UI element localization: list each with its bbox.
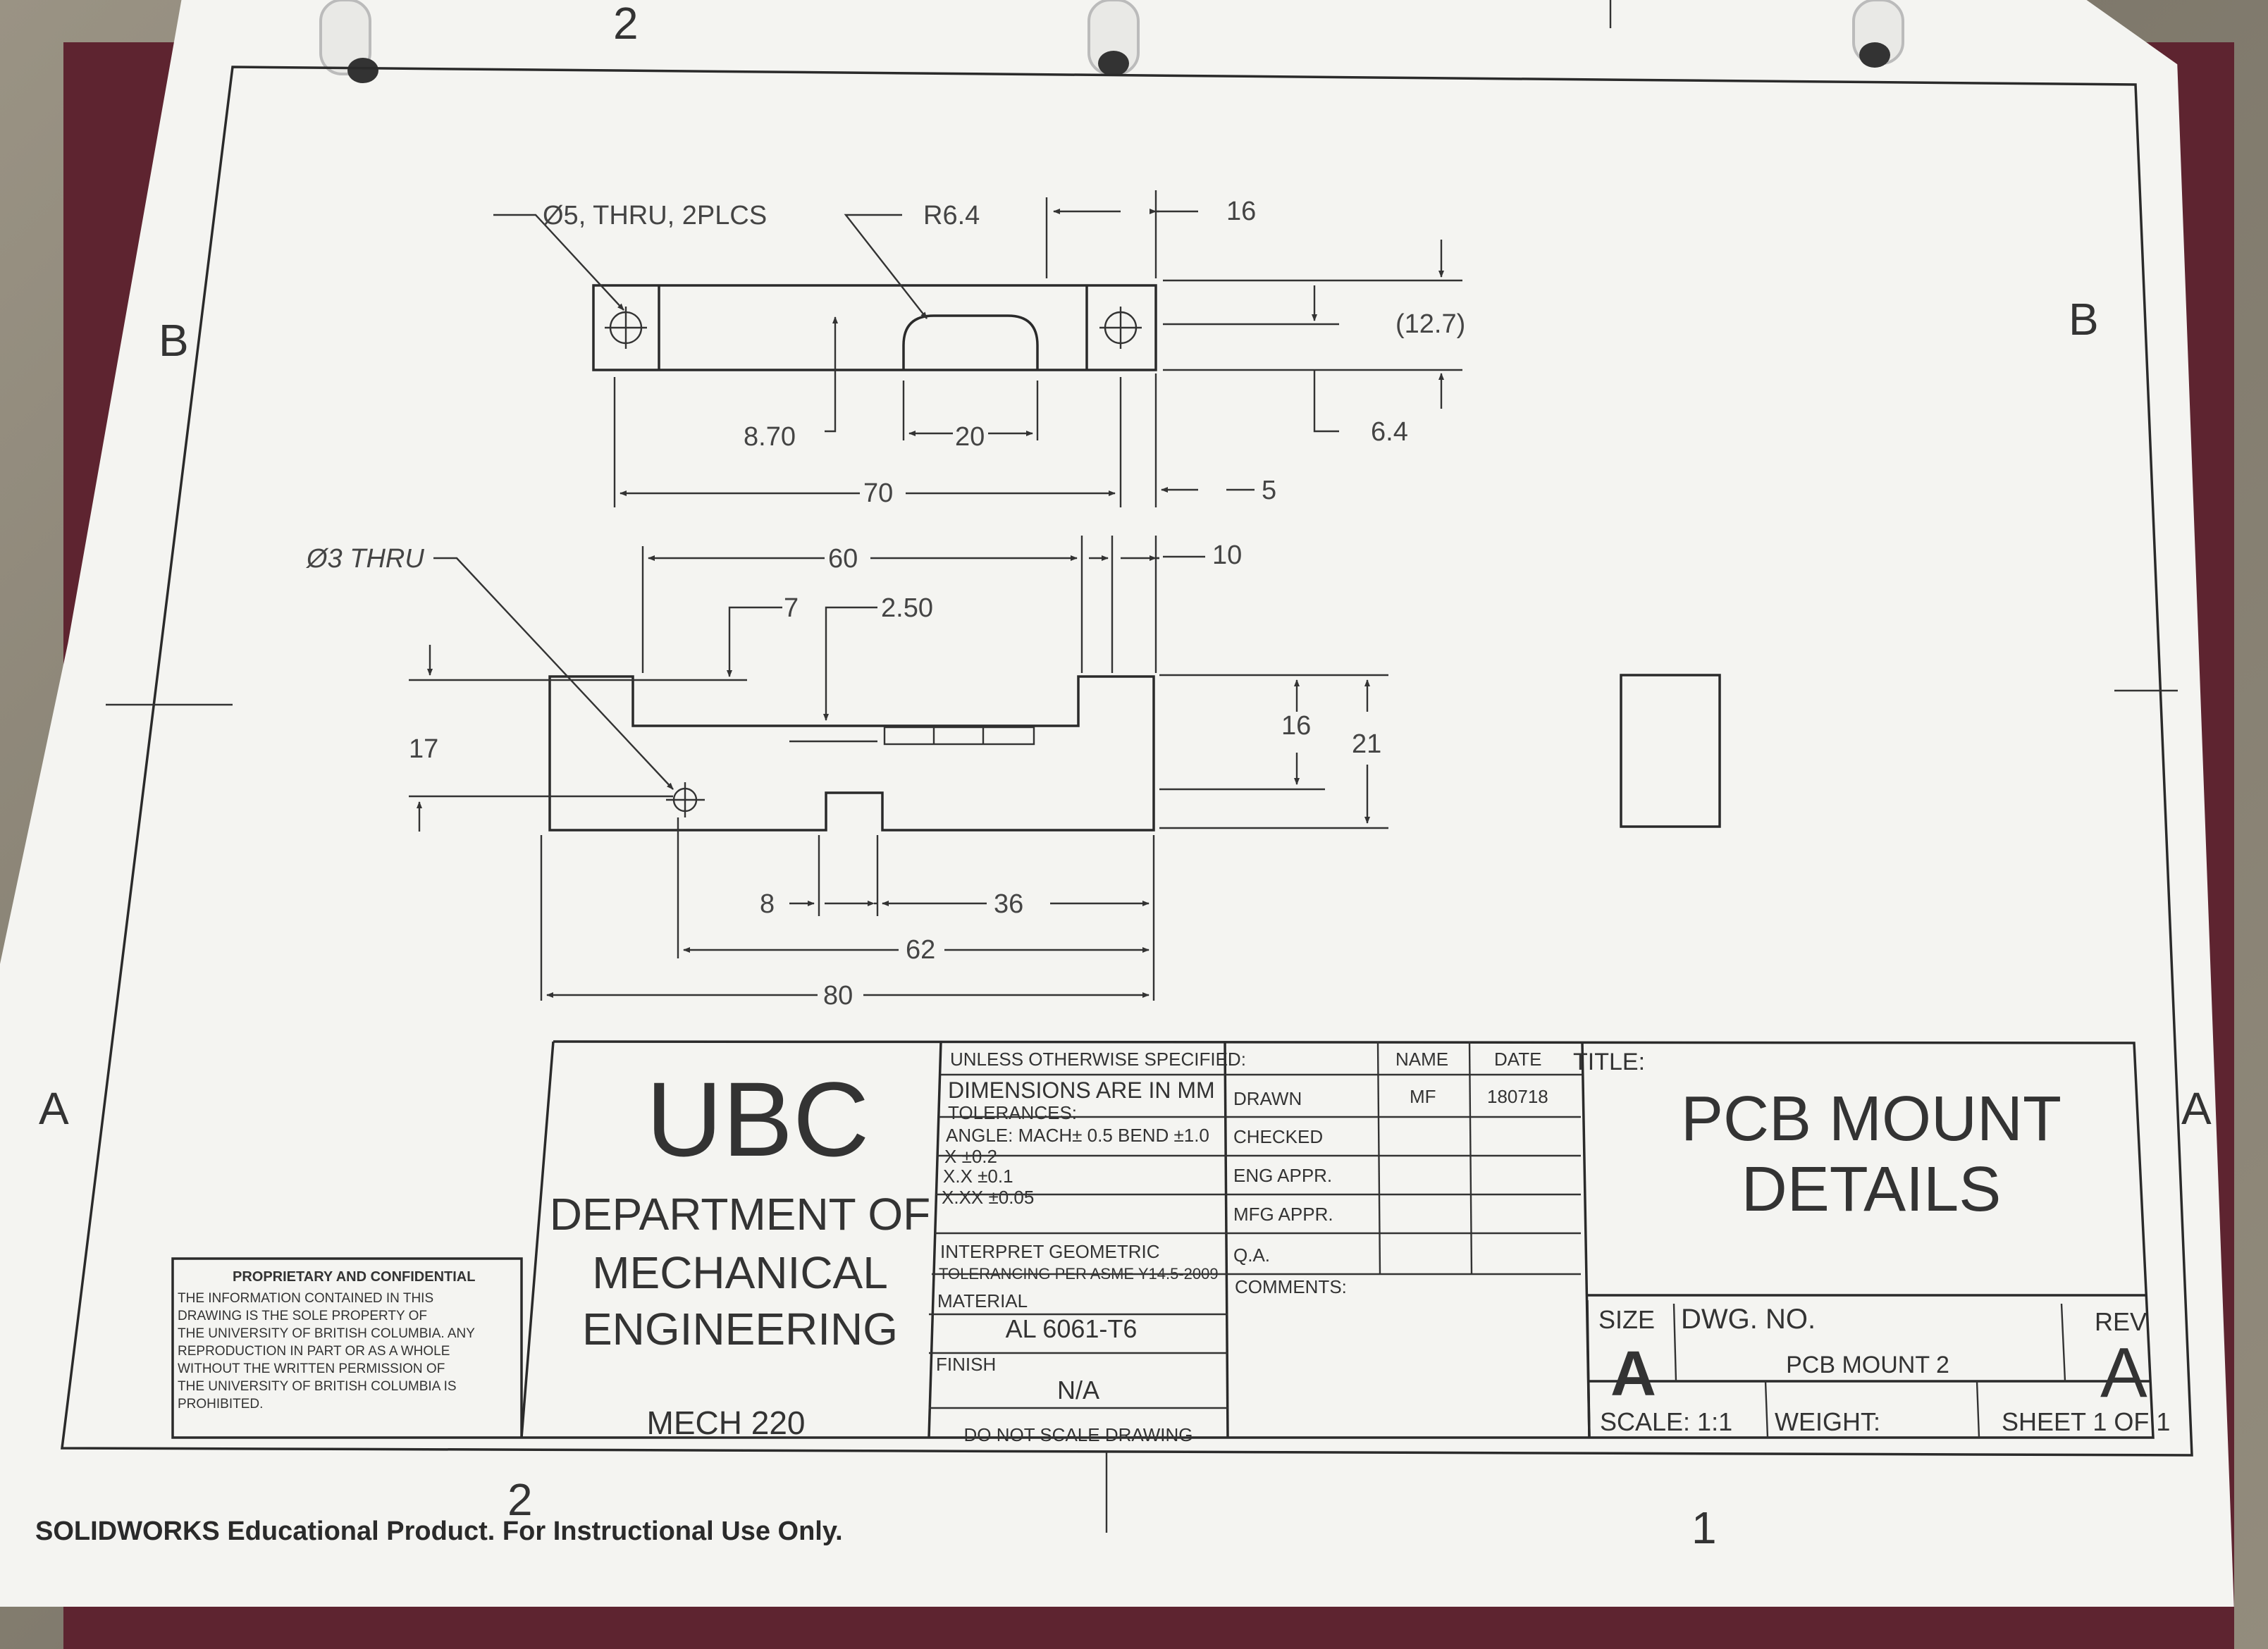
dim-70: 70 bbox=[863, 478, 893, 508]
weight-label: WEIGHT: bbox=[1775, 1407, 1880, 1436]
material-value: AL 6061-T6 bbox=[1006, 1314, 1138, 1343]
course-code: MECH 220 bbox=[647, 1404, 806, 1441]
solidworks-footer: SOLIDWORKS Educational Product. For Inst… bbox=[35, 1517, 843, 1546]
dim-7: 7 bbox=[784, 593, 799, 623]
zone-label-bottom-left: 2 bbox=[507, 1474, 533, 1525]
dim-radius-callout: R6.4 bbox=[923, 201, 980, 230]
scale-value: SCALE: 1:1 bbox=[1600, 1407, 1732, 1436]
size-label: SIZE bbox=[1598, 1305, 1655, 1334]
dim-16-front: 16 bbox=[1281, 711, 1311, 741]
header-date: DATE bbox=[1494, 1049, 1541, 1070]
finish-label: FINISH bbox=[936, 1354, 996, 1375]
zone-label-top: 2 bbox=[613, 0, 639, 49]
do-not-scale: DO NOT SCALE DRAWING bbox=[963, 1424, 1192, 1445]
dim-16-top: 16 bbox=[1226, 197, 1256, 226]
proprietary-line-7: PROHIBITED. bbox=[178, 1397, 263, 1412]
size-value: A bbox=[1610, 1339, 1656, 1409]
title-block-grid bbox=[929, 1041, 2066, 1438]
rev-value: A bbox=[2100, 1333, 2147, 1412]
title-line-2: DETAILS bbox=[1742, 1154, 2001, 1225]
zone-label-a-left: A bbox=[39, 1083, 69, 1134]
zone-label-a-right: A bbox=[2181, 1083, 2212, 1134]
tol-x: X ±0.2 bbox=[944, 1146, 997, 1167]
dim-5: 5 bbox=[1262, 476, 1276, 505]
material-label: MATERIAL bbox=[937, 1290, 1028, 1311]
dept-line-2: MECHANICAL bbox=[592, 1247, 888, 1298]
interpret-line-2: TOLERANCING PER ASME Y14.5-2009 bbox=[939, 1265, 1219, 1283]
header-name: NAME bbox=[1395, 1049, 1448, 1070]
paper-sheet bbox=[0, 0, 2234, 1607]
front-view bbox=[409, 536, 1721, 1001]
finish-value: N/A bbox=[1057, 1376, 1099, 1404]
dim-hole-callout: Ø5, THRU, 2PLCS bbox=[543, 201, 767, 230]
zone-label-bottom-right: 1 bbox=[1691, 1502, 1717, 1553]
dim-8: 8 bbox=[760, 889, 775, 919]
title-label: TITLE: bbox=[1573, 1049, 1645, 1075]
school-name: UBC bbox=[646, 1060, 870, 1178]
top-view bbox=[493, 190, 1462, 507]
proprietary-line-5: WITHOUT THE WRITTEN PERMISSION OF bbox=[178, 1361, 445, 1376]
dim-12-7: (12.7) bbox=[1395, 309, 1465, 339]
dim-20: 20 bbox=[955, 422, 985, 452]
dim-2-50: 2.50 bbox=[881, 593, 933, 623]
dim-62: 62 bbox=[906, 935, 935, 965]
mfg-appr-label: MFG APPR. bbox=[1233, 1204, 1333, 1225]
dim-80: 80 bbox=[823, 981, 853, 1011]
proprietary-line-4: REPRODUCTION IN PART OR AS A WHOLE bbox=[178, 1344, 450, 1359]
dwg-no-value: PCB MOUNT 2 bbox=[1786, 1352, 1949, 1378]
drawn-name: MF bbox=[1410, 1086, 1436, 1107]
dim-hole-callout-front: Ø3 THRU bbox=[305, 544, 424, 574]
drawn-label: DRAWN bbox=[1233, 1088, 1302, 1109]
checked-label: CHECKED bbox=[1233, 1126, 1323, 1147]
binder-rings bbox=[319, 0, 1904, 83]
qa-label: Q.A. bbox=[1233, 1245, 1270, 1266]
proprietary-line-3: THE UNIVERSITY OF BRITISH COLUMBIA. ANY bbox=[178, 1326, 475, 1341]
dept-line-3: ENGINEERING bbox=[582, 1304, 898, 1354]
title-block-frame bbox=[171, 1040, 2155, 1439]
drawing-border bbox=[61, 66, 2193, 1457]
unless-specified: UNLESS OTHERWISE SPECIFIED: bbox=[950, 1049, 1246, 1070]
title-line-1: PCB MOUNT bbox=[1681, 1084, 2061, 1154]
dim-8-70: 8.70 bbox=[744, 422, 796, 452]
sheet-value: SHEET 1 OF 1 bbox=[2002, 1407, 2170, 1436]
tol-xx: X.X ±0.1 bbox=[943, 1166, 1013, 1187]
dim-60: 60 bbox=[828, 544, 858, 574]
dim-36: 36 bbox=[994, 889, 1023, 919]
proprietary-line-2: DRAWING IS THE SOLE PROPERTY OF bbox=[178, 1309, 427, 1323]
dwg-no-label: DWG. NO. bbox=[1681, 1304, 1816, 1335]
dim-10: 10 bbox=[1212, 541, 1242, 570]
tol-angle: ANGLE: MACH± 0.5 BEND ±1.0 bbox=[946, 1125, 1209, 1146]
dept-line-1: DEPARTMENT OF bbox=[550, 1189, 931, 1240]
eng-appr-label: ENG APPR. bbox=[1233, 1165, 1332, 1186]
proprietary-line-6: THE UNIVERSITY OF BRITISH COLUMBIA IS bbox=[178, 1379, 457, 1394]
rev-label: REV bbox=[2095, 1307, 2147, 1336]
dim-21: 21 bbox=[1352, 729, 1381, 759]
comments-label: COMMENTS: bbox=[1235, 1276, 1347, 1297]
tolerances-label: TOLERANCES: bbox=[948, 1102, 1077, 1123]
zone-label-b-left: B bbox=[159, 315, 189, 366]
tol-xxx: X.XX ±0.05 bbox=[942, 1187, 1034, 1208]
proprietary-line-1: THE INFORMATION CONTAINED IN THIS bbox=[178, 1291, 433, 1306]
zone-ticks bbox=[106, 0, 2178, 1533]
zone-label-b-right: B bbox=[2069, 294, 2099, 345]
drawn-date: 180718 bbox=[1487, 1086, 1548, 1107]
dims-in-mm: DIMENSIONS ARE IN MM bbox=[948, 1077, 1215, 1103]
interpret-line-1: INTERPRET GEOMETRIC bbox=[940, 1241, 1160, 1262]
dim-17: 17 bbox=[409, 734, 438, 764]
proprietary-heading: PROPRIETARY AND CONFIDENTIAL bbox=[233, 1269, 475, 1285]
dim-6-4: 6.4 bbox=[1371, 417, 1408, 447]
